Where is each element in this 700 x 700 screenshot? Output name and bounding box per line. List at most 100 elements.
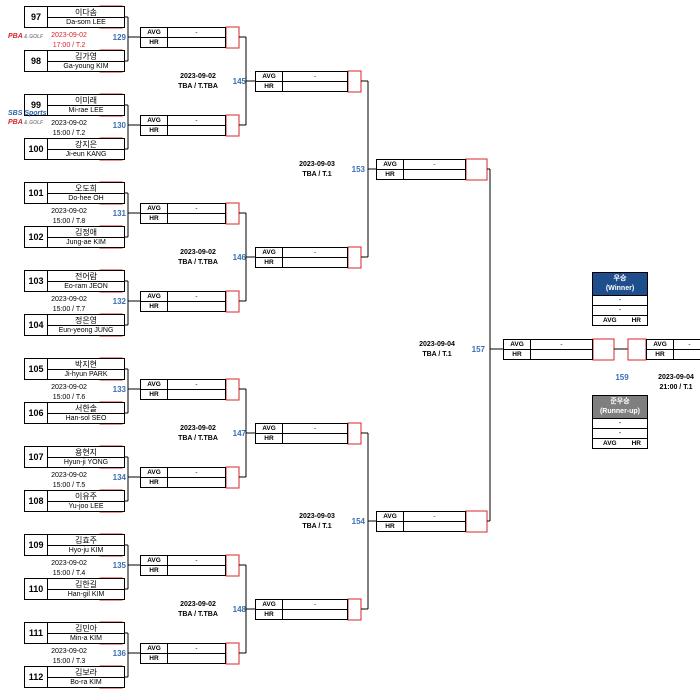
avg-row: AVG- (141, 556, 225, 566)
sbs-sports-logo: SBS Sports (8, 110, 47, 117)
hr-value (168, 302, 225, 312)
match-score-box (225, 114, 240, 137)
player-name-en: Ga-young KIM (63, 63, 109, 70)
player-name-kr: 강지은 (48, 139, 124, 150)
player-name-kr: 김보라 (48, 667, 124, 678)
match-stat-box: AVG-HR (140, 643, 226, 664)
hr-label: HR (256, 82, 283, 92)
match-date: 2023-09-03 (299, 161, 335, 168)
hr-value (283, 82, 347, 92)
match-score-box (465, 510, 488, 533)
player-seed: 109 (24, 534, 48, 556)
hr-row: HR (141, 478, 225, 488)
avg-value: - (688, 341, 691, 348)
avg-value: - (313, 249, 317, 256)
match-time: TBA / T.TBA (178, 83, 218, 90)
player-name-kr: 김민아 (48, 623, 124, 634)
hr-row: HR (141, 126, 225, 136)
player-seed: 100 (24, 138, 48, 160)
player-name-en: Ji-hyun PARK (64, 371, 108, 378)
hr-value (404, 522, 465, 532)
hr-label: HR (377, 170, 404, 180)
player-name-en: Yu-joo LEE (68, 503, 104, 510)
hr-value (168, 126, 225, 136)
player-seed: 103 (24, 270, 48, 292)
award-name: - (593, 418, 647, 428)
match-date: 2023-09-02 (51, 560, 87, 567)
avg-value: - (195, 293, 198, 300)
hr-label: HR (141, 126, 168, 136)
match-score-box (225, 378, 240, 401)
avg-value: - (313, 73, 317, 80)
match-date: 2023-09-02 (51, 120, 87, 127)
player-name-en: Min-a KIM (70, 635, 102, 642)
match-score-box (592, 338, 615, 361)
match-time: 15:00 / T.8 (52, 218, 86, 225)
match-score-box (465, 158, 488, 181)
match-time: TBA / T.TBA (178, 259, 218, 266)
match-stat-box: AVG-HR (140, 115, 226, 136)
match-score-box (225, 642, 240, 665)
match-date: 2023-09-02 (180, 601, 216, 608)
match-number: 145 (232, 77, 246, 86)
match-schedule: 2023-09-02 15:00 / T.7 (30, 294, 108, 316)
hr-value (674, 350, 700, 360)
match-time: 15:00 / T.7 (52, 306, 86, 313)
avg-label: AVG (141, 116, 168, 125)
match-date: 2023-09-02 (180, 249, 216, 256)
match-date: 2023-09-02 (51, 208, 87, 215)
match-date: 2023-09-02 (51, 296, 87, 303)
award-name: - (593, 305, 647, 315)
hr-row: HR (141, 566, 225, 576)
player-name-kr: 이다솜 (48, 7, 124, 18)
match-stat-box: AVG-HR (503, 339, 593, 360)
match-number: 129 (112, 33, 126, 42)
match-stat-box: AVG-HR (140, 291, 226, 312)
player-name-kr: 서한솔 (48, 403, 124, 414)
match-number: 131 (112, 209, 126, 218)
hr-row: HR (377, 170, 465, 180)
avg-row: AVG- (256, 600, 347, 610)
hr-label: HR (256, 434, 283, 444)
avg-label: AVG (647, 340, 674, 349)
match-time: 15:00 / T.2 (52, 130, 86, 137)
hr-value (404, 170, 465, 180)
match-score-box (225, 26, 240, 49)
match-time: 21:00 / T.1 (659, 384, 693, 391)
match-score-box (347, 598, 362, 621)
hr-row: HR (141, 390, 225, 400)
hr-label: HR (141, 302, 168, 312)
hr-label: HR (256, 610, 283, 620)
hr-row: HR (256, 258, 347, 268)
award-title: 준우승 (610, 398, 630, 405)
avg-label: AVG (256, 72, 283, 81)
match-stat-box: AVG-HR (140, 555, 226, 576)
avg-label: AVG (141, 468, 168, 477)
match-number: 148 (232, 605, 246, 614)
match-stat-box: AVG-HR (140, 203, 226, 224)
award-header: 우승(Winner) (593, 273, 647, 295)
player-seed: 98 (24, 50, 48, 72)
